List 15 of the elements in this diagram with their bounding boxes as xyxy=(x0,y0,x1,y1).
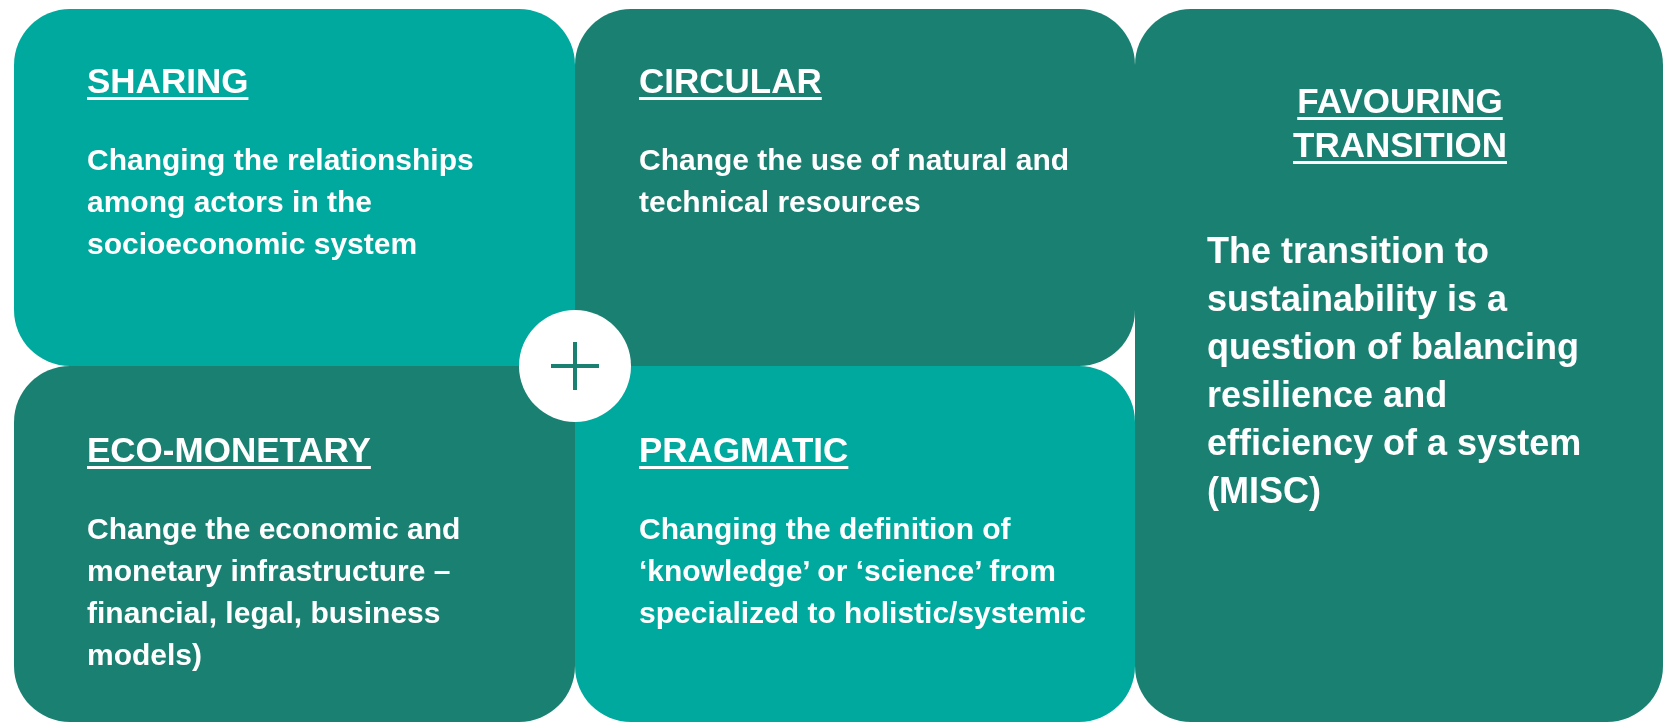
category-card xyxy=(575,9,1135,366)
card-heading: ECO-MONETARY xyxy=(87,429,371,471)
card-heading: PRAGMATIC xyxy=(639,429,849,471)
card-description: Change the use of natural and technical resources xyxy=(639,142,1071,220)
category-card xyxy=(14,9,575,366)
card-heading: FAVOURING TRANSITION xyxy=(1292,80,1508,166)
card-heading: CIRCULAR xyxy=(639,60,822,102)
category-card xyxy=(14,366,575,722)
category-card xyxy=(575,366,1135,722)
card-description: Changing the relationships among actors in the socioeconomic system xyxy=(87,142,475,262)
card-description: Change the economic and monetary infrastructure – financial, legal, business models) xyxy=(87,511,462,673)
category-card xyxy=(1135,9,1663,722)
card-description: Changing the definition of ‘knowledge’ or ‘science’ from specialized to holistic/systemic xyxy=(639,511,1087,631)
card-description: The transition to sustainability is a question of balancing resilience and efficiency of a system (MISC) xyxy=(1207,229,1583,513)
card-heading: SHARING xyxy=(87,60,249,102)
